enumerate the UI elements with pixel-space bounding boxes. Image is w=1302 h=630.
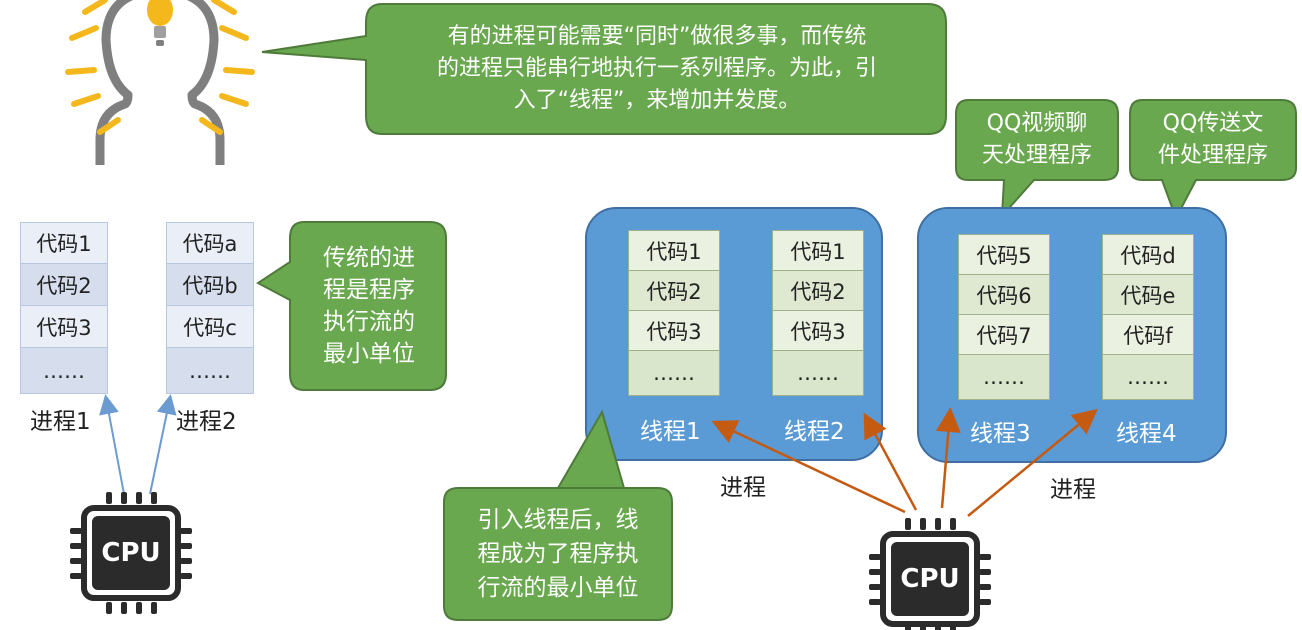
arrow-cpu-thread3 [935,407,961,509]
code-cell: 代码3 [629,311,719,351]
code-cell: …… [1103,355,1193,399]
thread4-label: 线程4 [1116,421,1177,447]
person-outline [95,0,225,165]
code-cell: …… [629,351,719,395]
code-cell: 代码b [166,264,254,306]
arrow-cpu-thread2 [863,412,918,511]
code-cell: 代码3 [773,311,863,351]
idea-person-icon [65,0,255,165]
process2-code-stack: 代码a 代码b 代码c …… [166,222,254,394]
cpu-label-left: CPU [101,538,161,568]
code-cell: 代码d [1103,235,1193,275]
thread1-label: 线程1 [640,419,701,445]
traditional-bubble-text: 传统的进 程是程序 执行流的 最小单位 [323,245,415,367]
thread1-code-stack: 代码1 代码2 代码3 …… [628,230,720,396]
bulb-glass [147,0,173,26]
thread3-label: 线程3 [970,421,1031,447]
process1-code-stack: 代码1 代码2 代码3 …… [20,222,108,394]
code-cell: 代码6 [959,275,1049,315]
light-rays [65,0,255,135]
code-cell: 代码5 [959,235,1049,275]
bulb-base [154,26,166,38]
code-cell: 代码f [1103,315,1193,355]
code-cell: 代码2 [773,271,863,311]
code-cell: 代码1 [20,222,108,264]
arrow-cpu-process1 [99,394,125,495]
process1-label: 进程1 [30,409,91,435]
code-cell: …… [959,355,1049,399]
code-cell: 代码2 [20,264,108,306]
code-cell: 代码e [1103,275,1193,315]
code-cell: 代码c [166,306,254,348]
cpu-label-right: CPU [900,564,960,594]
thread2-label: 线程2 [784,419,845,445]
thread-unit-bubble-text: 引入线程后，线 程成为了程序执 行流的最小单位 [477,507,639,601]
code-cell: 代码1 [629,231,719,271]
code-cell: …… [20,348,108,394]
arrow-cpu-process2 [149,394,177,495]
code-cell: 代码a [166,222,254,264]
code-cell: 代码3 [20,306,108,348]
process-b-label: 进程 [1050,477,1096,503]
code-cell: …… [166,348,254,394]
process-a-label: 进程 [720,475,766,501]
thread4-code-stack: 代码d 代码e 代码f …… [1102,234,1194,400]
thread2-code-stack: 代码1 代码2 代码3 …… [772,230,864,396]
qq-video-bubble-text: QQ视频聊 天处理程序 [981,111,1092,168]
code-cell: 代码2 [629,271,719,311]
code-cell: …… [773,351,863,395]
thread3-code-stack: 代码5 代码6 代码7 …… [958,234,1050,400]
code-cell: 代码7 [959,315,1049,355]
intro-bubble-text: 有的进程可能需要“同时”做很多事，而传统 的进程只能串行地执行一系列程序。为此，… [436,24,877,113]
process2-label: 进程2 [176,409,237,435]
qq-file-bubble-text: QQ传送文 件处理程序 [1157,111,1268,168]
thread-arrows [711,407,1098,517]
code-cell: 代码1 [773,231,863,271]
